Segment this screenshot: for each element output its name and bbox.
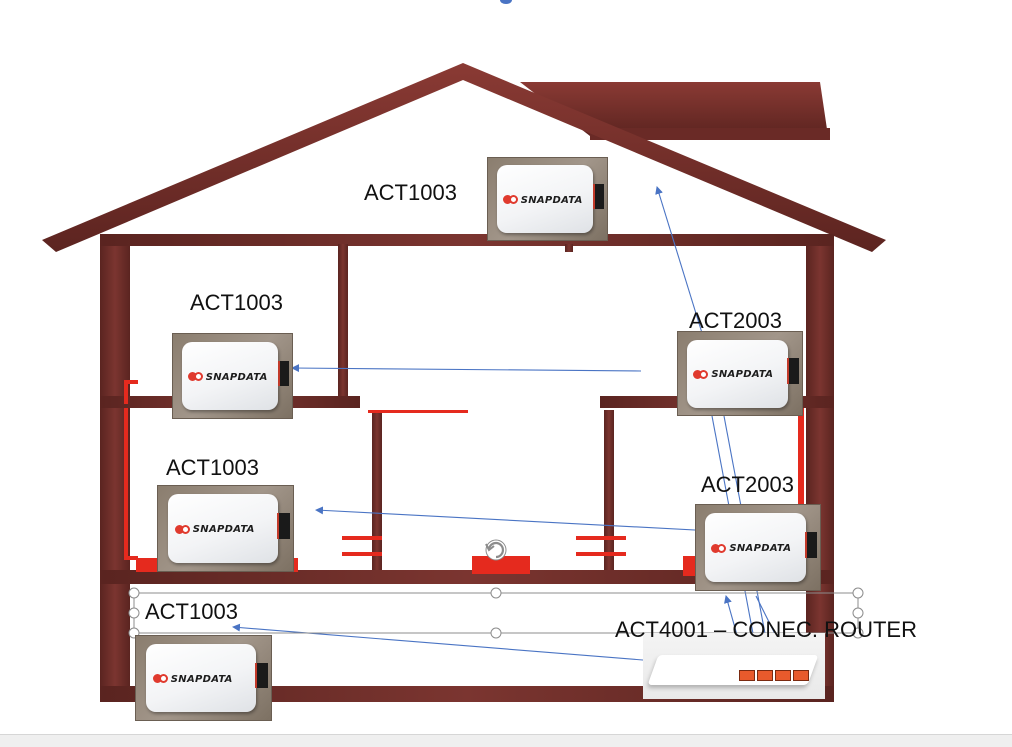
label-attic: ACT1003	[364, 180, 457, 205]
window-bottom-bar	[0, 734, 1012, 747]
rotate-handle-icon[interactable]	[485, 539, 507, 561]
snapdata-logo-icon	[711, 543, 727, 554]
snapdata-logo-icon	[174, 524, 191, 535]
label-floor2-right: ACT2003	[689, 308, 782, 333]
snapdata-logo-icon	[152, 674, 169, 684]
router-port	[793, 670, 809, 681]
router-port	[775, 670, 791, 681]
snapdata-logo: SNAPDATA	[152, 671, 233, 687]
device-floor1-left[interactable]: SNAPDATA	[157, 485, 294, 572]
arrow-to-attic	[655, 186, 703, 334]
label-router: ACT4001 – CONEC. ROUTER	[615, 617, 917, 642]
device-attic[interactable]: SNAPDATA	[487, 157, 608, 241]
snapdata-logo: SNAPDATA	[711, 541, 791, 557]
device-floor2-right[interactable]: SNAPDATA	[677, 331, 803, 416]
snapdata-logo: SNAPDATA	[187, 369, 268, 385]
selection-box[interactable]	[128, 539, 864, 639]
snapdata-logo-icon	[187, 372, 204, 382]
snapdata-logo: SNAPDATA	[502, 192, 583, 208]
device-basement-left[interactable]: SNAPDATA	[135, 635, 272, 721]
arrow-to-floor2-left	[291, 364, 642, 373]
device-floor1-right[interactable]: SNAPDATA	[695, 504, 821, 591]
device-floor2-left[interactable]: SNAPDATA	[172, 333, 293, 419]
link-arrows	[232, 186, 809, 669]
label-floor2-left: ACT1003	[190, 290, 283, 315]
snapdata-logo: SNAPDATA	[174, 522, 255, 538]
label-floor1-right: ACT2003	[701, 472, 794, 497]
router-port	[739, 670, 755, 681]
router-port	[757, 670, 773, 681]
snapdata-logo-icon	[693, 369, 709, 380]
top-edge-mark	[500, 0, 512, 4]
snapdata-logo: SNAPDATA	[693, 367, 773, 383]
router-device[interactable]	[643, 633, 825, 699]
snapdata-logo-icon	[502, 195, 519, 205]
label-basement-left: ACT1003	[145, 599, 238, 624]
label-floor1-left: ACT1003	[166, 455, 259, 480]
